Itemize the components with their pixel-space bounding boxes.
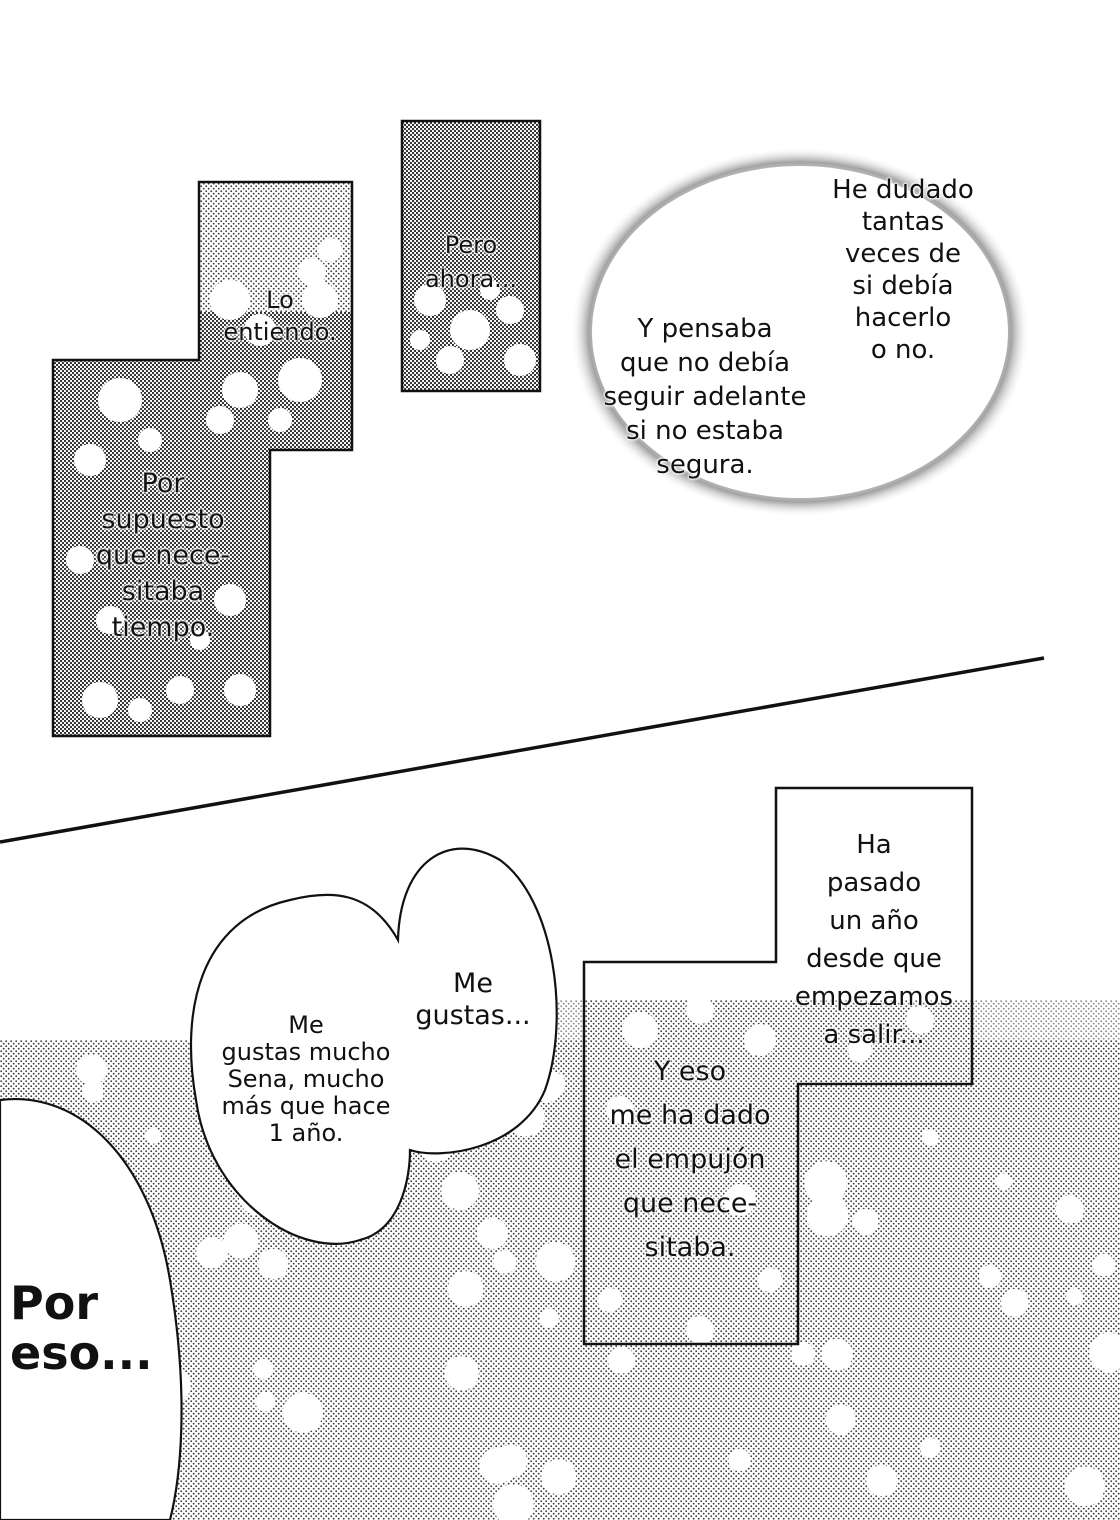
bokeh-highlight [255, 1392, 275, 1412]
bokeh-highlight [223, 1223, 259, 1259]
bokeh-highlight [541, 1459, 577, 1495]
speech-bubble-double [189, 847, 558, 1245]
bokeh-highlight [76, 1054, 108, 1086]
bubble-text-me-gustas-mucho: Me gustas mucho Sena, mucho más que hace… [221, 1011, 391, 1147]
bokeh-highlight [821, 1338, 853, 1371]
bokeh-highlight [825, 1404, 856, 1435]
bokeh-highlight [145, 1127, 161, 1144]
caption-por-supuesto: Por supuesto que nece- sitaba tiempo. [95, 468, 231, 643]
bokeh-highlight [196, 1237, 228, 1269]
caption-y-eso: Y eso me ha dado el empujón que nece- si… [609, 1056, 771, 1263]
panel-divider [0, 656, 1045, 844]
bokeh-highlight [493, 1484, 534, 1520]
bokeh-highlight [978, 1265, 1002, 1288]
bokeh-highlight [806, 1194, 849, 1237]
bokeh-highlight [258, 1248, 289, 1279]
speech-bubble-large [0, 1097, 183, 1520]
bokeh-highlight [476, 1217, 508, 1250]
bubble-text-pensaba: Y pensaba que no debía seguir adelante s… [603, 314, 807, 480]
bokeh-highlight [608, 1346, 635, 1374]
bokeh-highlight [921, 1129, 939, 1147]
bottom-panel-screentone [0, 1000, 1120, 1520]
bokeh-highlight [1066, 1288, 1084, 1306]
bubble-text-dudado: He dudado tantas veces de si debía hacer… [832, 175, 974, 365]
bokeh-highlight [441, 1171, 479, 1210]
bubble-text-por-eso: Por eso... [10, 1276, 153, 1380]
bokeh-highlight [253, 1358, 274, 1380]
bokeh-highlight [535, 1242, 575, 1282]
bokeh-highlight [1099, 1352, 1120, 1374]
caption-pero-ahora: Pero ahora... [424, 231, 518, 293]
caption-ha-pasado: Ha pasado un año desde que empezamos a s… [794, 830, 954, 1050]
bokeh-highlight [1092, 1253, 1116, 1277]
bokeh-highlight [728, 1448, 751, 1472]
caption-box-left [51, 180, 354, 738]
caption-box-middle [400, 119, 542, 393]
bokeh-highlight [804, 1161, 848, 1205]
bokeh-highlight [539, 1308, 559, 1328]
bokeh-highlight [447, 1271, 484, 1307]
bubble-text-me-gustas: Me gustas... [415, 968, 531, 1031]
bokeh-highlight [479, 1447, 516, 1484]
bokeh-highlight [791, 1342, 815, 1366]
bokeh-highlight [1064, 1466, 1105, 1507]
bokeh-highlight [1000, 1289, 1029, 1317]
bokeh-highlight [82, 1080, 104, 1103]
bokeh-highlight [852, 1208, 879, 1235]
caption-lo-entiendo: Lo entiendo. [223, 286, 337, 346]
bokeh-highlight [866, 1465, 898, 1497]
bokeh-highlight [920, 1437, 941, 1458]
thought-bubble-glow [570, 147, 1030, 517]
bokeh-highlight [282, 1392, 323, 1433]
bokeh-highlight [493, 1250, 517, 1274]
bokeh-highlight [995, 1173, 1013, 1190]
bokeh-highlight [1055, 1195, 1084, 1224]
bokeh-highlight [444, 1356, 479, 1391]
